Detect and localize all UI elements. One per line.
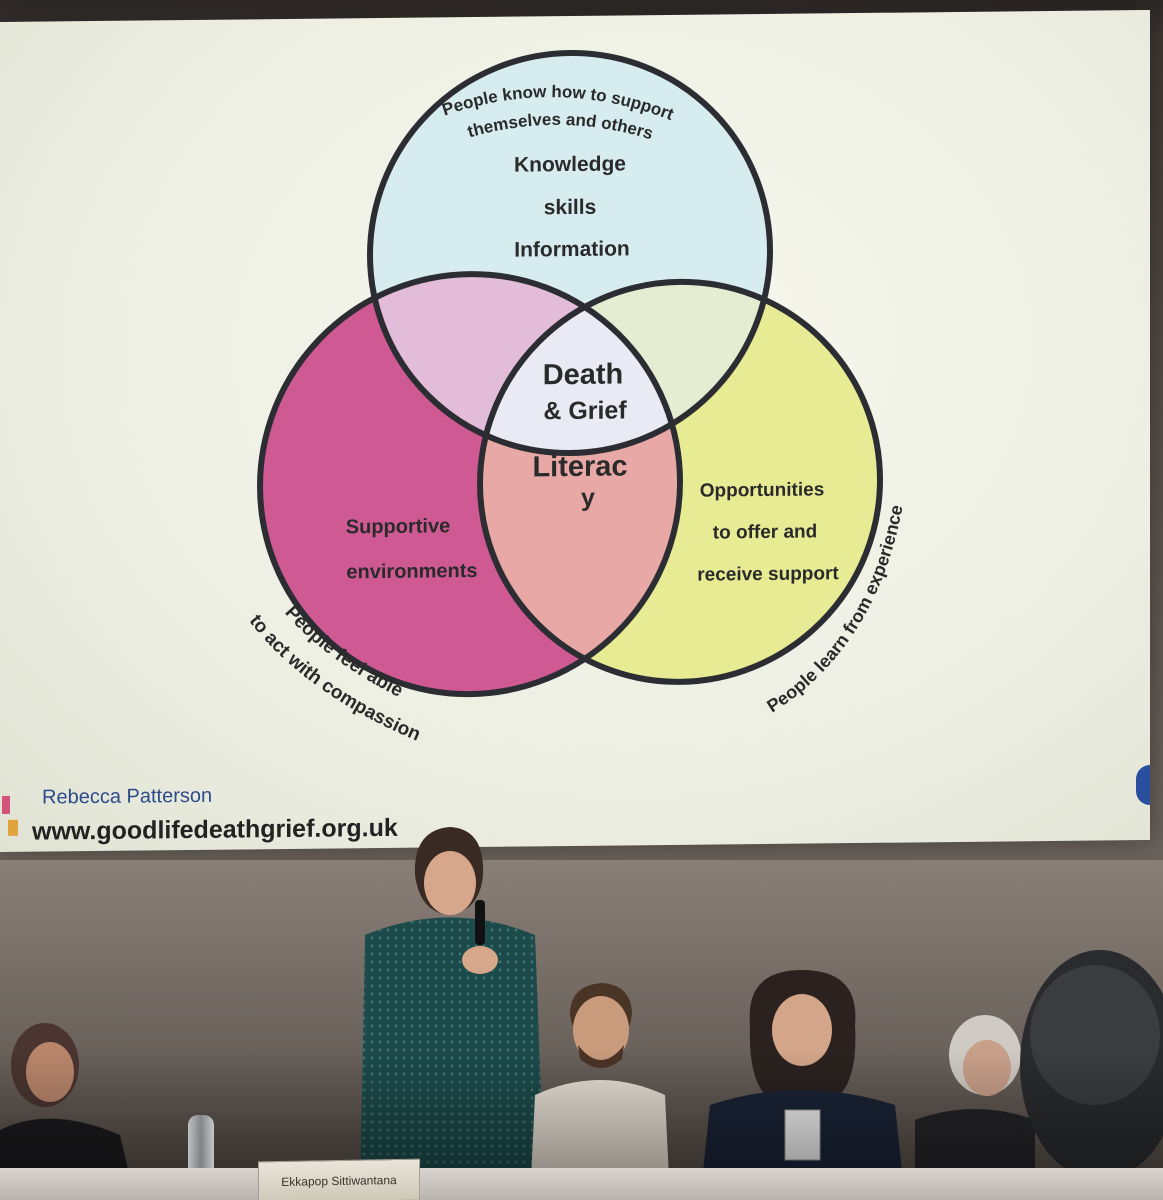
circle-top-outline: [367, 50, 773, 457]
label-environments: environments: [346, 560, 477, 583]
label-receive-support: receive support: [697, 563, 839, 585]
circle-left-outline: [257, 271, 683, 698]
label-supportive: Supportive: [346, 515, 450, 538]
label-death: Death: [543, 358, 624, 391]
label-literac: Literac: [532, 450, 627, 483]
venn-diagram: Knowledge skills Information Supportive …: [245, 50, 907, 747]
label-knowledge: Knowledge: [514, 152, 626, 176]
panel-table: [0, 1168, 1163, 1200]
label-opportunities: Opportunities: [700, 479, 825, 501]
label-skills: skills: [544, 196, 597, 220]
speaker: [360, 827, 545, 1200]
partner-logo-fragment: [1136, 764, 1150, 806]
overlap-center: [480, 281, 680, 456]
label-to-offer-and: to offer and: [713, 521, 817, 543]
label-information: Information: [514, 237, 629, 261]
presenter-name: Rebecca Patterson: [42, 784, 213, 809]
name-card: Ekkapop Sittiwantana: [258, 1158, 420, 1200]
website-url: www.goodlifedeathgrief.org.uk: [32, 813, 398, 846]
circle-right-outline: [477, 278, 883, 685]
label-and-grief: & Grief: [543, 396, 627, 425]
audience-head: [1020, 950, 1163, 1180]
org-logo-fragment: [0, 792, 22, 842]
label-y: y: [581, 484, 595, 512]
projected-slide: Knowledge skills Information Supportive …: [0, 9, 1150, 853]
